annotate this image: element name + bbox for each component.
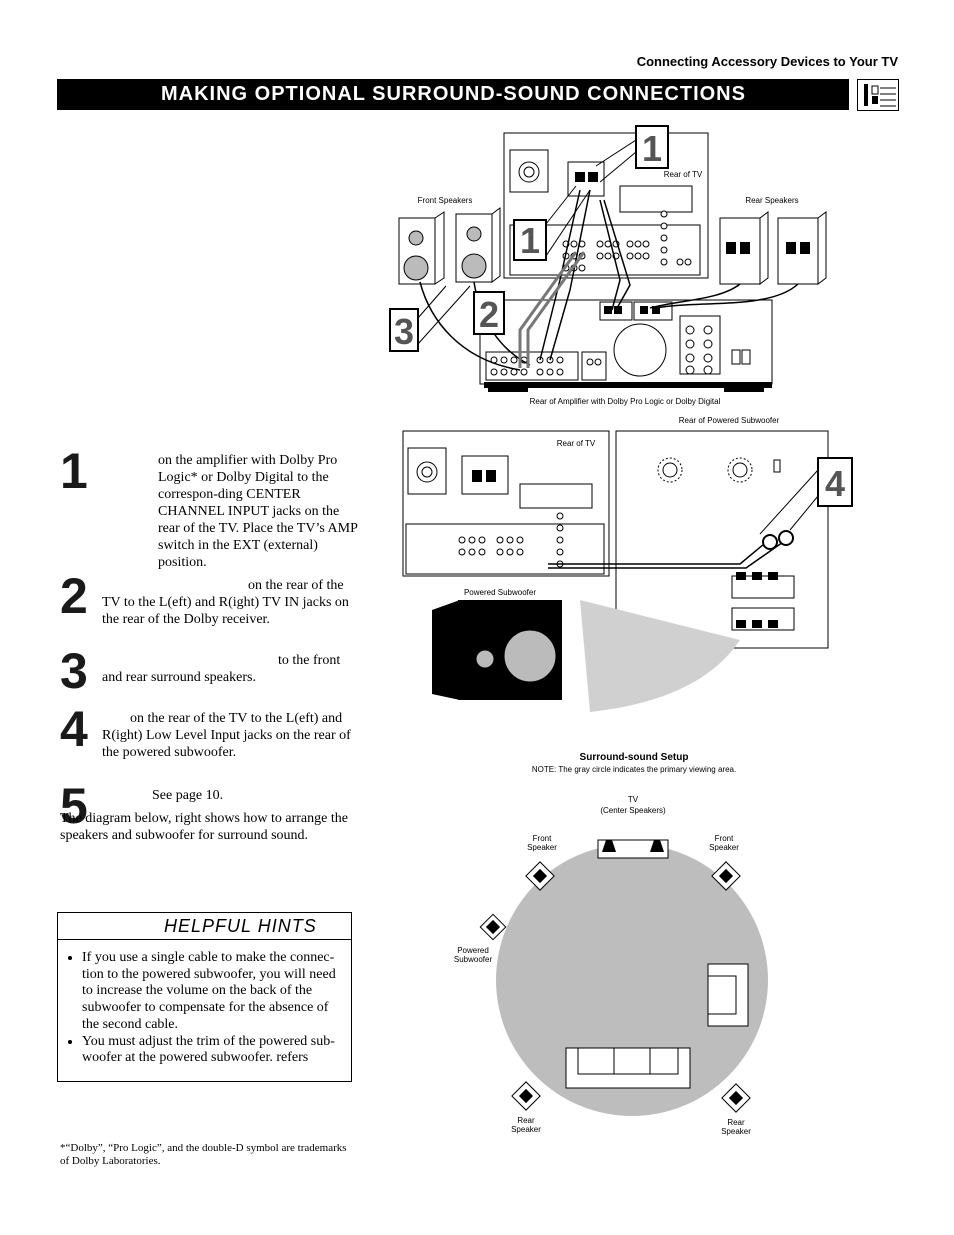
tv-center-speakers-label: (Center Speakers) bbox=[600, 806, 666, 815]
footnote: *“Dolby”, “Pro Logic”, and the double-D … bbox=[60, 1142, 347, 1167]
section-header: Connecting Accessory Devices to Your TV bbox=[636, 54, 898, 69]
setup-title: Surround-sound Setup bbox=[579, 752, 689, 763]
hint-item: You must adjust the trim of the powered … bbox=[82, 1034, 343, 1067]
tv-label: TV bbox=[627, 795, 639, 804]
rear-speakers bbox=[719, 211, 827, 285]
svg-text:3: 3 bbox=[394, 311, 414, 352]
chair bbox=[707, 963, 749, 1027]
hints-title: HELPFUL HINTS bbox=[58, 913, 351, 940]
front-speakers bbox=[398, 207, 501, 285]
svg-text:1: 1 bbox=[520, 220, 540, 261]
rear-of-subwoofer-label: Rear of Powered Subwoofer bbox=[678, 416, 780, 425]
rear-speakers-label: Rear Speakers bbox=[745, 196, 799, 205]
center-speakers bbox=[597, 839, 669, 859]
rear-of-tv-label-2: Rear of TV bbox=[556, 439, 596, 448]
intro-paragraph: The diagram below, right shows how to ar… bbox=[60, 811, 348, 843]
step-text: on the rear of the TV to the L(eft) and … bbox=[102, 578, 349, 627]
step-3: 3 to the front and rear surround speaker… bbox=[60, 646, 360, 696]
amplifier-caption: Rear of Amplifier with Dolby Pro Logic o… bbox=[529, 397, 721, 406]
powered-subwoofer bbox=[432, 600, 562, 700]
step-number: 1 bbox=[60, 443, 88, 499]
tv-rear-panel-2 bbox=[402, 430, 610, 577]
step-text: on the rear of the TV to the L(eft) and … bbox=[102, 711, 351, 760]
step-1: 1 on the amplifier with Dolby Pro Logic*… bbox=[60, 446, 360, 571]
sofa bbox=[565, 1047, 691, 1089]
powered-subwoofer-label: Powered Subwoofer bbox=[463, 588, 537, 597]
svg-text:1: 1 bbox=[642, 128, 662, 169]
step-number: 3 bbox=[60, 643, 88, 699]
helpful-hints-box: HELPFUL HINTS If you use a single cable … bbox=[57, 912, 352, 1082]
viewing-area-circle bbox=[496, 844, 768, 1116]
svg-text:2: 2 bbox=[479, 294, 499, 335]
step-text: to the front and rear surround speakers. bbox=[102, 653, 341, 685]
hint-item: If you use a single cable to make the co… bbox=[82, 950, 343, 1034]
subwoofer-rear-panel bbox=[615, 430, 829, 649]
front-speakers-label: Front Speakers bbox=[417, 196, 473, 205]
step-number: 5 bbox=[60, 778, 88, 834]
step-5: 5 See page 10. bbox=[60, 781, 360, 831]
step-4: 4 on the rear of the TV to the L(eft) an… bbox=[60, 704, 360, 761]
step-2: 2 on the rear of the TV to the L(eft) an… bbox=[60, 571, 360, 628]
step-text: See page 10. bbox=[152, 788, 224, 803]
connection-icon bbox=[857, 79, 899, 111]
page-title: MAKING OPTIONAL SURROUND-SOUND CONNECTIO… bbox=[57, 79, 849, 110]
step-number: 4 bbox=[60, 701, 88, 757]
step-number: 2 bbox=[60, 568, 88, 624]
rear-of-tv-label: Rear of TV bbox=[663, 170, 703, 179]
svg-text:4: 4 bbox=[825, 463, 845, 504]
amplifier bbox=[479, 299, 773, 392]
setup-note: NOTE: The gray circle indicates the prim… bbox=[531, 765, 737, 774]
step-text: on the amplifier with Dolby Pro Logic* o… bbox=[158, 453, 358, 570]
